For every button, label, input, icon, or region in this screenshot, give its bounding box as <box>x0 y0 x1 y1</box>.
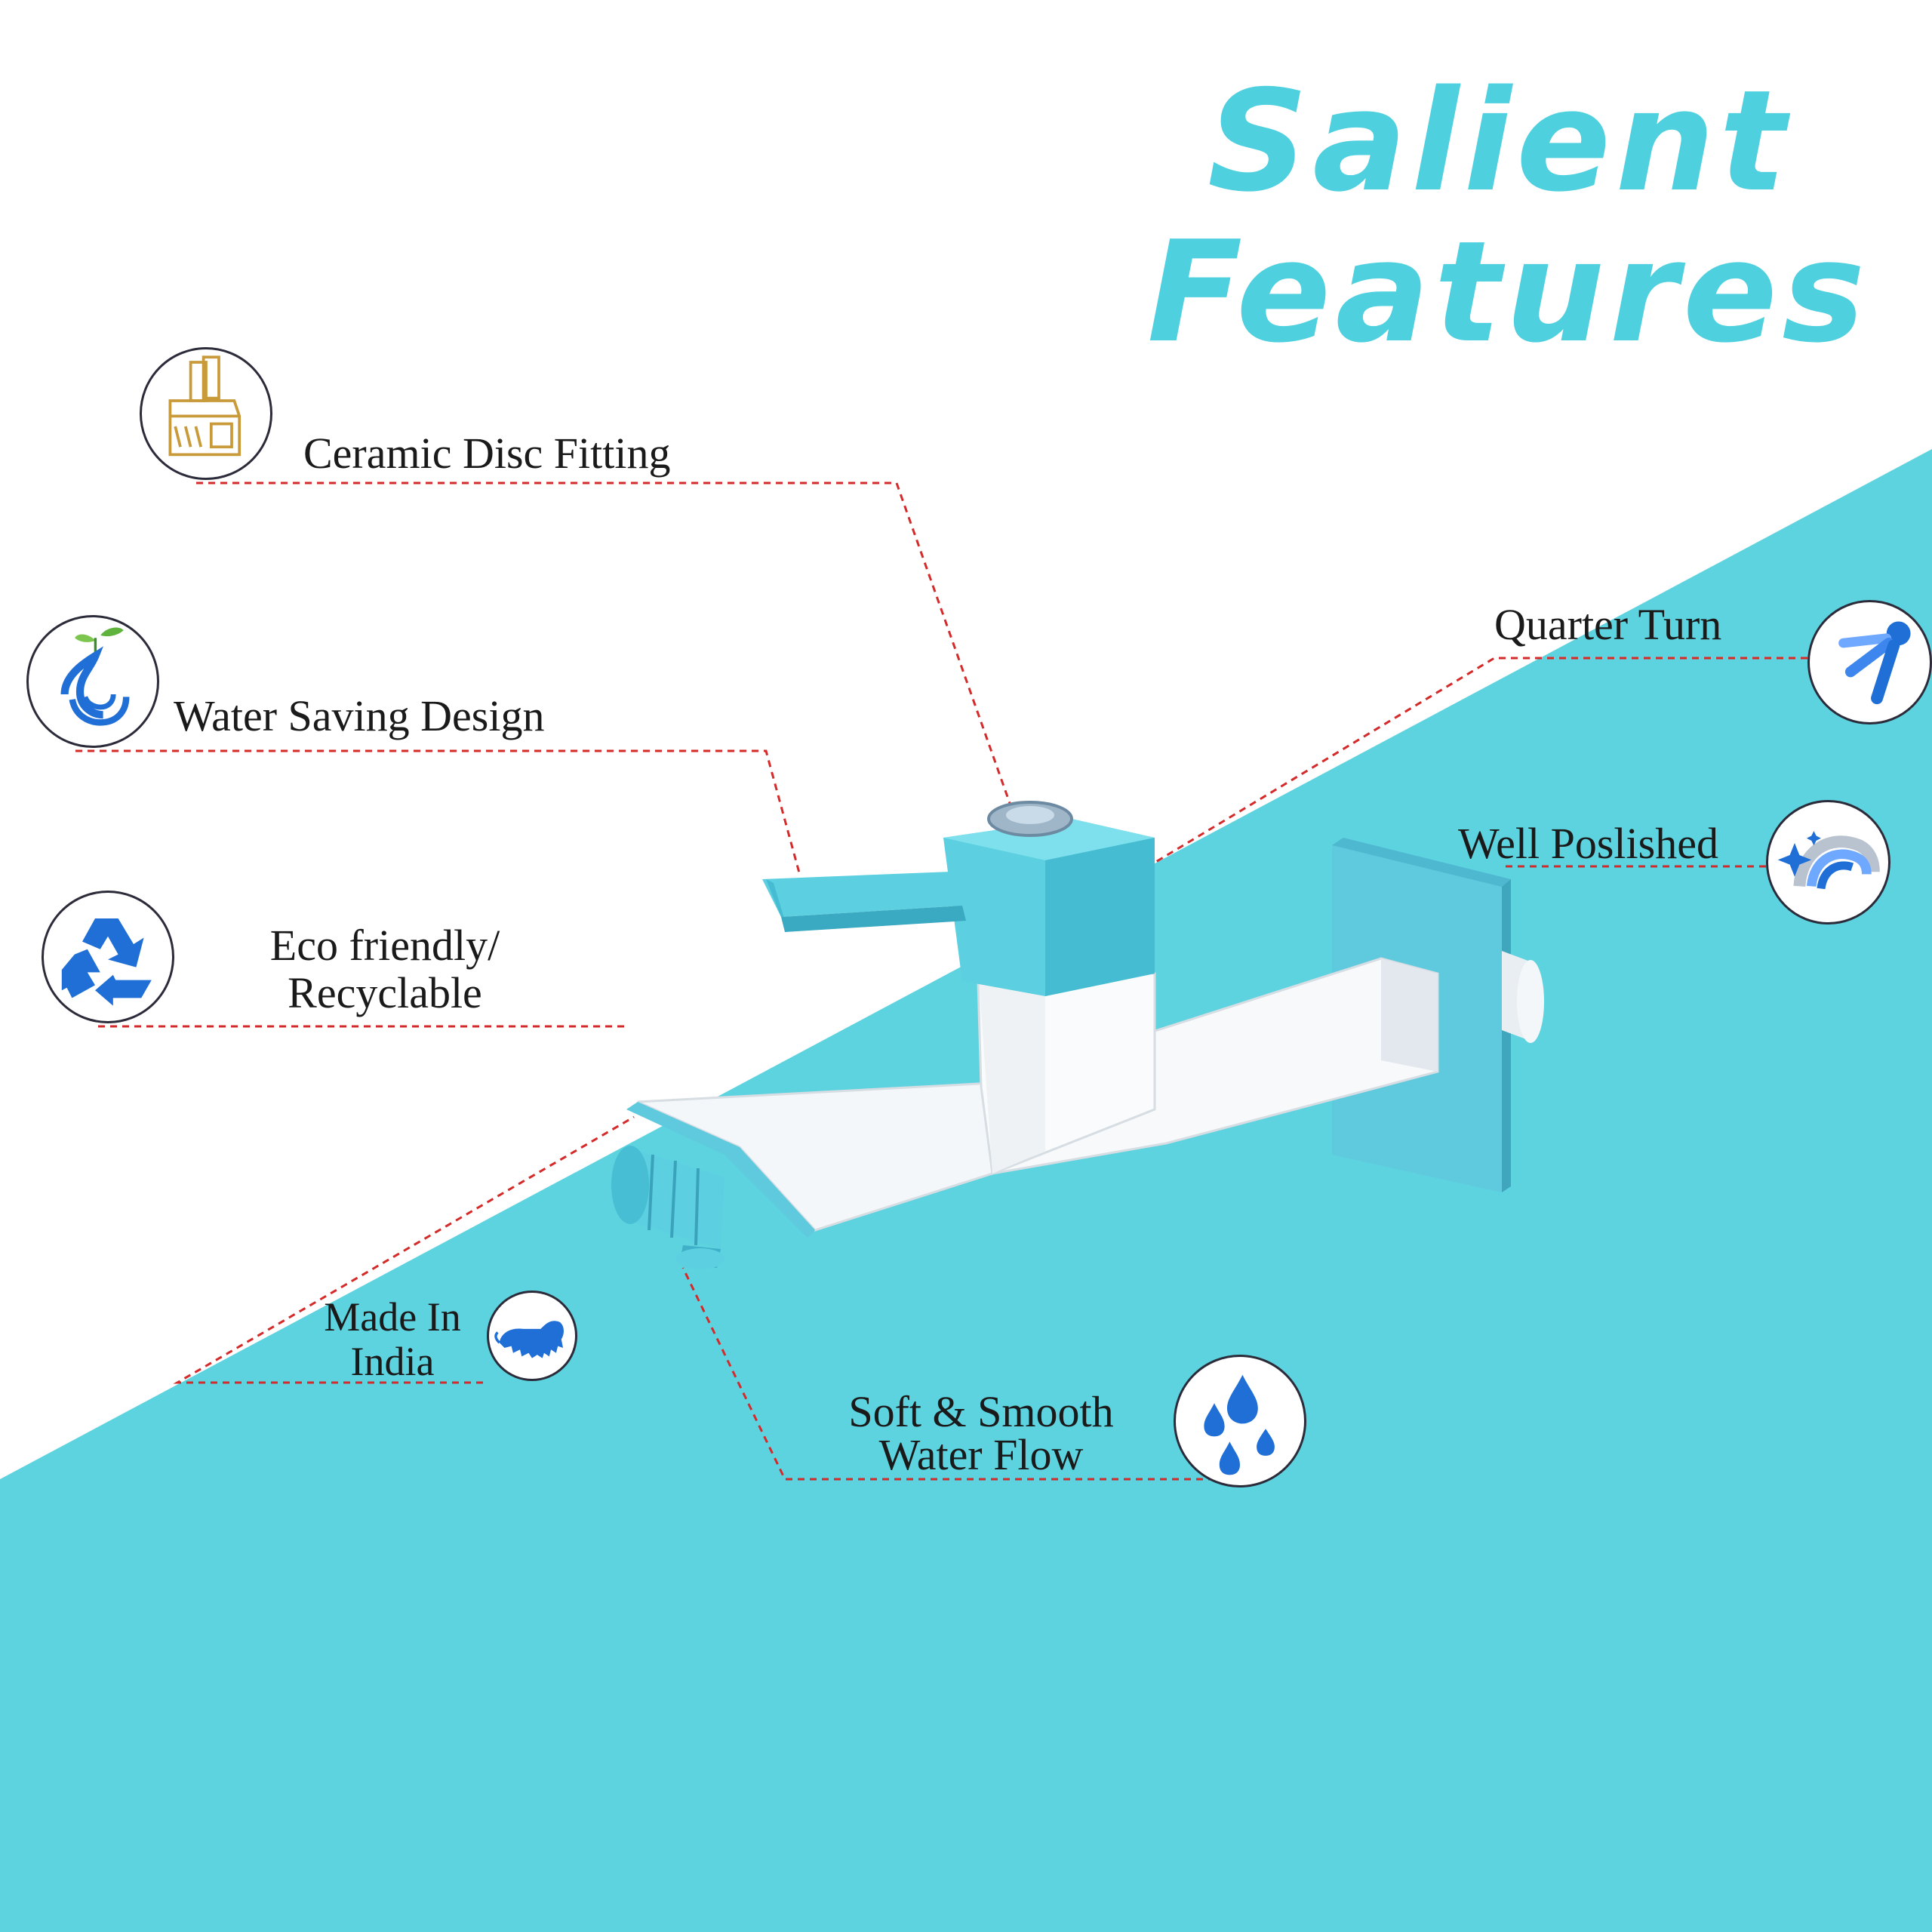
heading-line-2: Features <box>1147 211 1870 374</box>
feature-label-soft-flow-line-2: Water Flow <box>878 1430 1084 1479</box>
faucet-product-image <box>611 801 1544 1269</box>
feature-label-soft-flow-line-1: Soft & Smooth <box>848 1387 1114 1436</box>
water-drops-icon <box>1174 1355 1306 1487</box>
polish-sparkle-icon <box>1766 800 1890 924</box>
water-drop-leaf-icon <box>26 615 159 748</box>
heading-line-1: Salient <box>1208 60 1791 223</box>
feature-label-ceramic-disc: Ceramic Disc Fitting <box>303 429 671 478</box>
feature-label-eco-line-1: Eco friendly/ <box>269 921 500 970</box>
leader-india <box>173 1115 635 1384</box>
ceramic-cartridge-icon <box>140 347 272 480</box>
leader-water-saving <box>75 749 801 876</box>
feature-label-india-line-2: India <box>350 1339 435 1384</box>
feature-label-well-polished: Well Poslished <box>1458 819 1718 868</box>
cyan-diagonal-background <box>0 449 1932 1932</box>
lion-icon <box>487 1291 577 1381</box>
recycle-icon <box>42 891 174 1023</box>
feature-label-quarter-turn: Quarter Turn <box>1494 600 1722 649</box>
feature-label-india-line-1: Made In <box>324 1294 461 1340</box>
leader-lines <box>75 481 1807 1481</box>
feature-label-water-saving: Water Saving Design <box>174 691 545 740</box>
quarter-turn-icon <box>1807 600 1932 724</box>
leader-ceramic <box>196 481 1013 808</box>
feature-label-eco-line-2: Recyclable <box>288 968 482 1017</box>
